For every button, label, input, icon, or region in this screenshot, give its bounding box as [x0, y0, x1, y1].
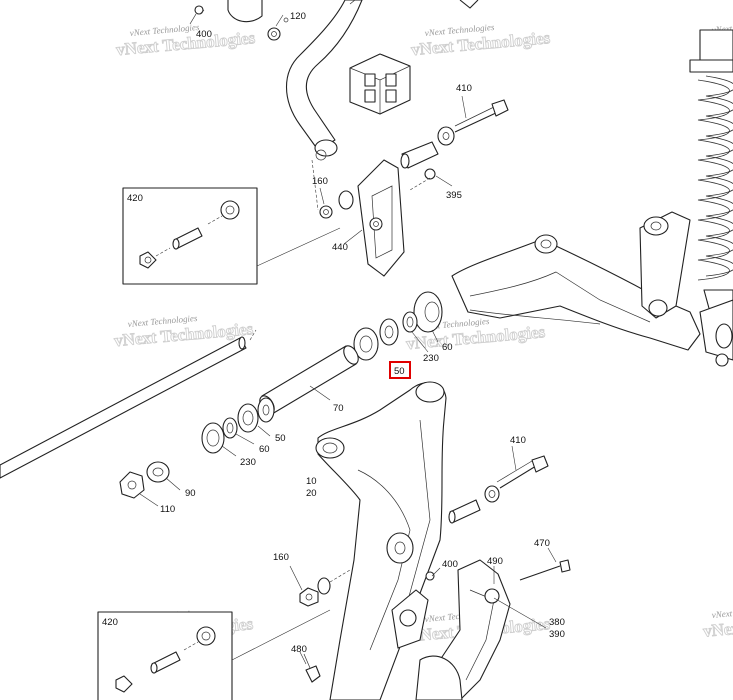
- highlighted-part-box: [389, 361, 411, 379]
- part-label-390: 390: [549, 629, 565, 640]
- part-label-380: 380: [549, 617, 565, 628]
- part-label-160: 160: [273, 552, 289, 563]
- fastener-480: [303, 653, 321, 683]
- pivot-shaft: [0, 329, 257, 479]
- part-label-90: 90: [185, 488, 196, 499]
- part-label-420: 420: [127, 193, 143, 204]
- shock-absorber: [689, 29, 733, 313]
- inset-420-lower: [97, 609, 331, 700]
- part-label-420: 420: [102, 617, 118, 628]
- part-label-110: 110: [160, 504, 175, 515]
- part-label-120: 120: [290, 11, 306, 22]
- part-label-50: 50: [275, 433, 286, 444]
- part-label-230: 230: [423, 353, 439, 364]
- stabilizer-bar: [285, 0, 479, 161]
- bracket-380-390: [415, 559, 571, 700]
- stabilizer-bushing: [349, 53, 411, 115]
- part-label-230: 230: [240, 457, 256, 468]
- upper-pivot-bearings: [353, 291, 443, 361]
- part-label-395: 395: [446, 190, 462, 201]
- part-label-490: 490: [487, 556, 503, 567]
- watermark: vNext Technologies: [711, 604, 733, 620]
- part-label-70: 70: [333, 403, 344, 414]
- stabilizer-link-440: [311, 159, 431, 277]
- stabilizer-clamp: [189, 0, 281, 41]
- part-label-10: 10: [306, 476, 317, 487]
- part-label-160: 160: [312, 176, 328, 187]
- part-label-400: 400: [196, 29, 212, 40]
- trailing-arm: [315, 381, 447, 700]
- part-label-60: 60: [259, 444, 270, 455]
- lower-pivot-bearings: [119, 397, 275, 499]
- part-label-400: 400: [442, 559, 458, 570]
- part-label-410: 410: [456, 83, 472, 94]
- upper-a-arm: [451, 211, 733, 367]
- bolt-410-lower: [448, 455, 549, 524]
- part-label-60: 60: [442, 342, 453, 353]
- fasteners-160-lower: [299, 569, 435, 607]
- leader-lines: [139, 9, 557, 665]
- part-label-440: 440: [332, 242, 348, 253]
- fasteners-120: [283, 17, 289, 23]
- part-label-480: 480: [291, 644, 307, 655]
- part-labels: 120 400 410 395 160 440 420 230 60 50 70…: [102, 11, 565, 655]
- bolt-410-upper: [400, 99, 509, 180]
- part-label-20: 20: [306, 488, 317, 499]
- part-label-50-highlighted: 50: [394, 366, 405, 377]
- inset-420-upper: [122, 187, 341, 285]
- part-label-410: 410: [510, 435, 526, 446]
- part-label-470: 470: [534, 538, 550, 549]
